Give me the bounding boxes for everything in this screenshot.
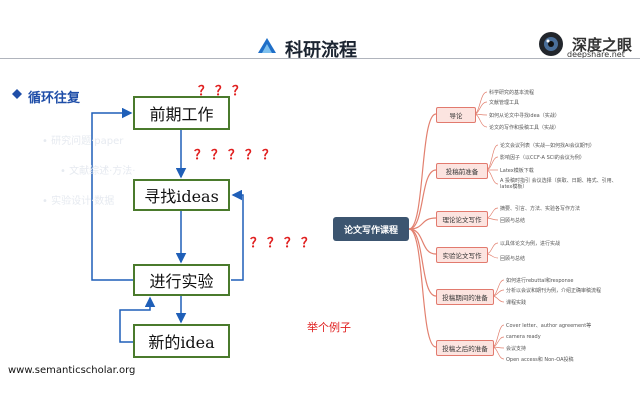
header-divider [0,58,640,59]
mindmap-branch-theory: 理论论文写作 [436,211,488,227]
flow-box-new-idea: 新的idea [133,324,230,358]
mindmap-leaf: Latex模板下载 [500,168,534,174]
ghost-text-1: • 研究问题·paper [42,136,124,147]
question-marks-2: ？？？？？ [194,148,280,163]
mindmap-leaf: 以具体论文为例，进行实战 [500,241,561,247]
mindmap-leaf: 回顾与总结 [500,256,526,262]
header-logo-icon [256,36,278,54]
mindmap-branch-during: 投稿期间的准备 [436,289,494,305]
diamond-bullet-icon [12,89,22,99]
flow-box-preliminary: 前期工作 [133,96,230,130]
brand-name: 深度之眼 [572,36,633,54]
flow-box-find-ideas: 寻找ideas [133,179,230,211]
mindmap-center: 论文写作课程 [333,217,409,241]
flow-box-experiment: 进行实验 [133,264,230,296]
mindmap-leaf: 论文的写作和投稿工具（实战） [489,125,560,131]
mindmap-branch-prep: 投稿前准备 [436,163,488,179]
mindmap-leaf: 影响因子（以CCF-A SCI的会议为例） [500,155,585,161]
mindmap-leaf: 论文会议列表（实战—如何找Ai会议期刊） [500,143,595,149]
mindmap-leaf: 文献管理工具 [489,100,520,106]
mindmap-leaf: 会议支持 [506,346,527,352]
mindmap-leaf: 摘要、引言、方法、实验各写作方法 [500,206,581,212]
section-title: 循环往复 [28,91,81,106]
mindmap-branch-experiment: 实验论文写作 [436,247,488,263]
mindmap-leaf: Cover letter、author agreement等 [506,323,592,329]
mindmap-branch-after: 投稿之后的准备 [436,340,494,356]
mindmap-leaf: Open access和 Non-OA投稿 [506,357,574,363]
ghost-text-2: • 文献综述·方法· [60,166,136,177]
mindmap-leaf: 回顾与总结 [500,218,526,224]
brand-url: deepshare.net [567,50,625,59]
question-marks-3: ？？？？ [250,236,319,251]
mindmap-leaf: 科学研究的基本流程 [489,90,535,96]
example-label: 举个例子 [307,321,351,334]
question-marks-1: ？？？ [198,84,250,99]
source-watermark: www.semanticscholar.org [8,365,136,376]
mindmap-leaf: 如何从论文中寻找idea（实战） [489,113,560,119]
brand-eye-icon [538,31,564,57]
ghost-text-3: • 实验设计·数据 [42,196,115,207]
mindmap-leaf: camera ready [506,334,541,340]
mindmap-leaf: A 投稿时指引 会议选择（获取、日期、格式、引用、latex模板） [500,178,617,190]
mindmap-branch-intro: 导论 [436,107,476,123]
mindmap-leaf: 课程实践 [506,300,527,306]
mindmap-leaf: 分析以会议和期刊为例，介绍正确审稿流程 [506,288,602,294]
mindmap-leaf: 如何进行rebuttal和response [506,278,574,284]
page-title: 科研流程 [285,40,357,61]
